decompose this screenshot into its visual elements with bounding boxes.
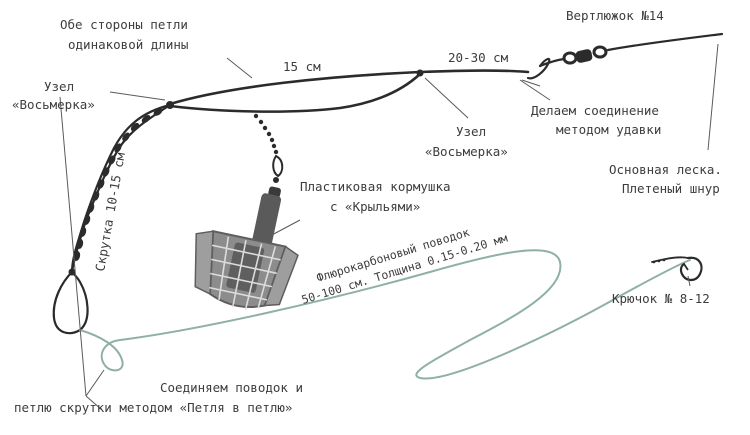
- len-15-label: 15 см: [283, 59, 321, 74]
- feeder-chain: [253, 113, 279, 155]
- feeder-label-2: с «Крыльями»: [330, 199, 420, 214]
- main-line-label-2: Плетеный шнур: [622, 181, 720, 196]
- swivel-label: Вертлюжок №14: [566, 8, 664, 23]
- loop-equal-label-2: одинаковой длины: [68, 37, 188, 52]
- knot-mid-label-2: «Восьмерка»: [425, 144, 508, 159]
- loop-join-label-1: Соединяем поводок и: [160, 380, 303, 395]
- swivel-icon: [562, 45, 608, 65]
- len-20-30-label: 20-30 см: [448, 50, 509, 65]
- hook-icon: [651, 256, 703, 282]
- main-line-label-1: Основная леска.: [609, 162, 722, 177]
- snap-swivel-icon: [272, 154, 284, 183]
- knot-mid-label-1: Узел: [456, 124, 486, 139]
- loop-top-side: [168, 69, 530, 106]
- knot-left-label-1: Узел: [44, 79, 74, 94]
- fluoro-leader: [79, 249, 691, 380]
- swivel-line: [538, 57, 566, 68]
- knot-icon: [416, 69, 424, 77]
- twist-label: Скрутка 10-15 см: [92, 151, 128, 273]
- loop-join-label-2: петлю скрутки методом «Петля в петлю»: [14, 400, 292, 415]
- hook-label: Крючок № 8-12: [612, 291, 710, 306]
- twist-end-loop: [52, 270, 89, 335]
- knot-left-label-2: «Восьмерка»: [12, 97, 95, 112]
- loop-bottom-side: [168, 72, 422, 113]
- crimp-loop: [526, 57, 551, 80]
- feeder-label-1: Пластиковая кормушка: [300, 179, 451, 194]
- main-line: [606, 32, 724, 52]
- crimp-label-1: Делаем соединение: [531, 103, 659, 118]
- twist-section: [68, 103, 172, 276]
- pointer-lines: [59, 43, 719, 411]
- loop-equal-label-1: Обе стороны петли: [60, 17, 188, 32]
- crimp-label-2: методом удавки: [556, 122, 661, 137]
- feeder-icon: [194, 186, 299, 310]
